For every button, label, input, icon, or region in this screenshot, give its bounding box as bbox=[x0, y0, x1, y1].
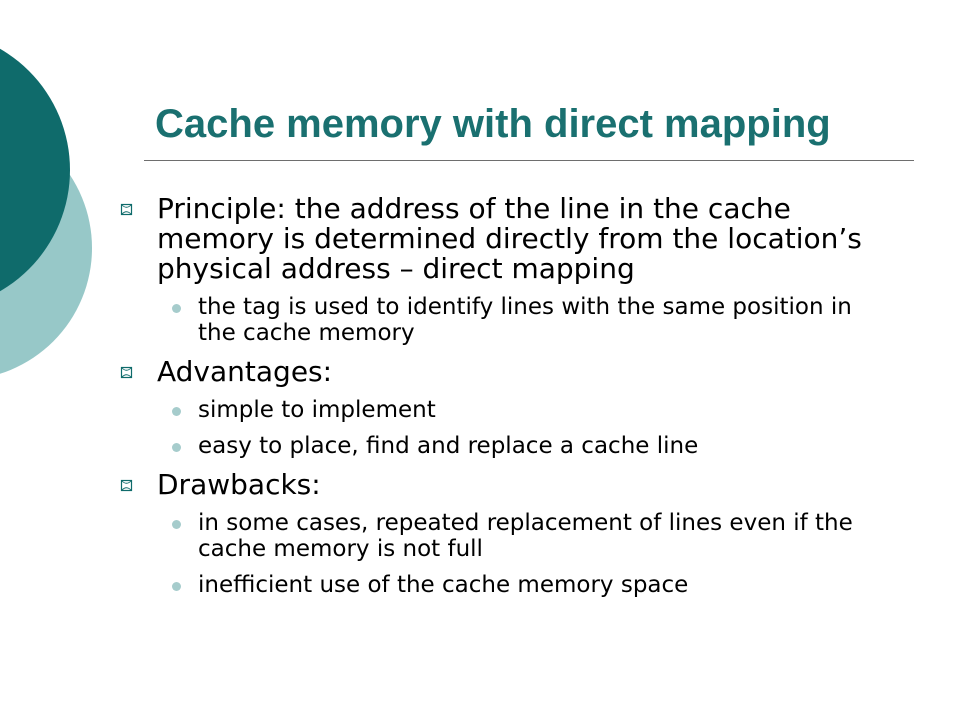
square-bullet-icon bbox=[120, 366, 133, 379]
bullet-text: Drawbacks: bbox=[157, 468, 321, 501]
sub-bullet-replacement: in some cases, repeated replacement of l… bbox=[0, 510, 960, 562]
bullet-principle: Principle: the address of the line in th… bbox=[0, 194, 960, 284]
sub-bullet-text: the tag is used to identify lines with t… bbox=[198, 294, 852, 346]
square-bullet-icon bbox=[120, 479, 133, 492]
slide-content: Principle: the address of the line in th… bbox=[0, 194, 960, 598]
round-bullet-icon bbox=[172, 520, 181, 529]
bullet-text: Principle: the address of the line in th… bbox=[157, 192, 862, 285]
sub-bullet-text: simple to implement bbox=[198, 397, 436, 423]
bullet-advantages: Advantages: bbox=[0, 357, 960, 387]
round-bullet-icon bbox=[172, 582, 181, 591]
sub-bullet-easy: easy to place, find and replace a cache … bbox=[0, 433, 960, 459]
sub-bullet-inefficient: inefficient use of the cache memory spac… bbox=[0, 572, 960, 598]
slide-title: Cache memory with direct mapping bbox=[155, 102, 831, 146]
square-bullet-icon bbox=[120, 203, 133, 216]
round-bullet-icon bbox=[172, 407, 181, 416]
decorative-circles bbox=[0, 48, 92, 374]
bullet-text: Advantages: bbox=[157, 355, 333, 388]
sub-bullet-simple: simple to implement bbox=[0, 397, 960, 423]
sub-bullet-tag: the tag is used to identify lines with t… bbox=[0, 294, 960, 346]
bullet-drawbacks: Drawbacks: bbox=[0, 470, 960, 500]
round-bullet-icon bbox=[172, 443, 181, 452]
sub-bullet-text: in some cases, repeated replacement of l… bbox=[198, 510, 853, 562]
title-divider bbox=[144, 160, 914, 161]
sub-bullet-text: easy to place, find and replace a cache … bbox=[198, 433, 699, 459]
dark-teal-circle bbox=[0, 48, 70, 292]
sub-bullet-text: inefficient use of the cache memory spac… bbox=[198, 572, 689, 598]
round-bullet-icon bbox=[172, 304, 181, 313]
